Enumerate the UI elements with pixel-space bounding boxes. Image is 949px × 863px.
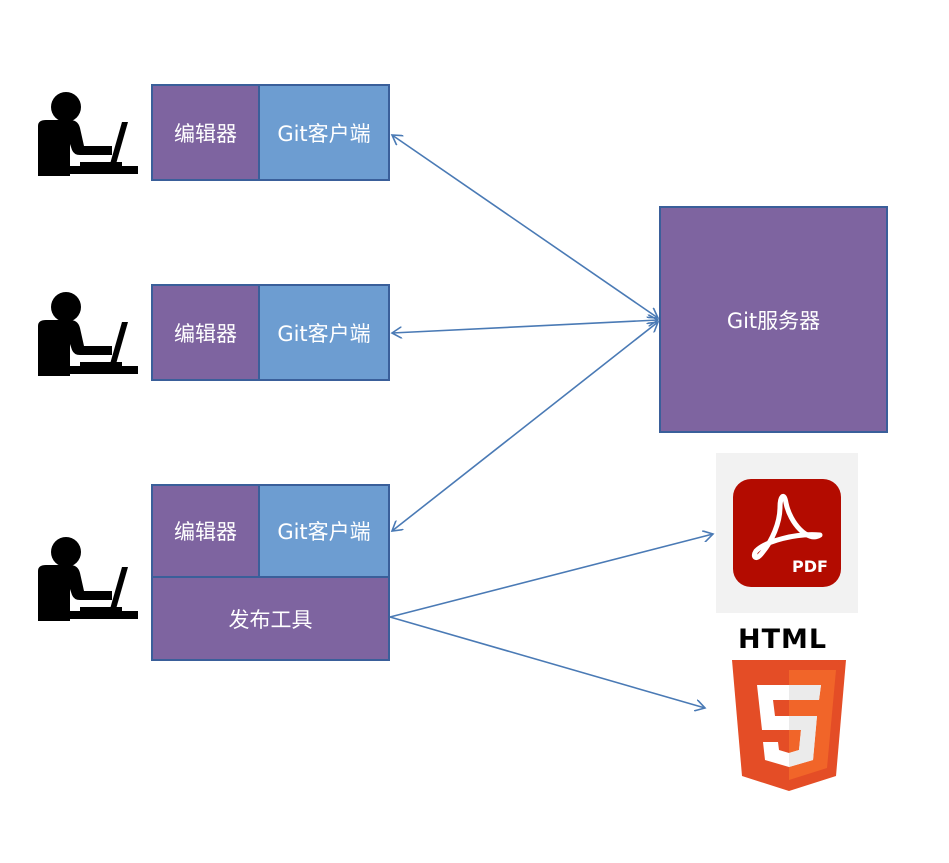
client1-git-client-box: Git客户端	[258, 84, 390, 181]
arrow-publish-pdf	[389, 534, 713, 618]
arrow-client2-server	[392, 320, 658, 333]
client2-git-client-box: Git客户端	[258, 284, 390, 381]
arrow-publish-html	[389, 616, 705, 708]
publish-tool-box: 发布工具	[151, 576, 390, 661]
person-at-laptop-icon	[38, 537, 138, 621]
html-label: HTML	[738, 624, 828, 655]
arrow-client1-server	[392, 135, 658, 318]
pdf-logo: PDF	[716, 453, 858, 613]
person-at-laptop-icon	[38, 92, 138, 176]
client1-editor-box: 编辑器	[151, 84, 260, 181]
client2-editor-box: 编辑器	[151, 284, 260, 381]
arrow-client3-server	[392, 322, 658, 531]
client3-editor-box: 编辑器	[151, 484, 260, 578]
pdf-icon: PDF	[733, 479, 841, 587]
person-at-laptop-icon	[38, 292, 138, 376]
git-server-box: Git服务器	[659, 206, 888, 433]
client3-git-client-box: Git客户端	[258, 484, 390, 578]
pdf-label: PDF	[792, 557, 828, 576]
html5-icon	[732, 660, 846, 791]
